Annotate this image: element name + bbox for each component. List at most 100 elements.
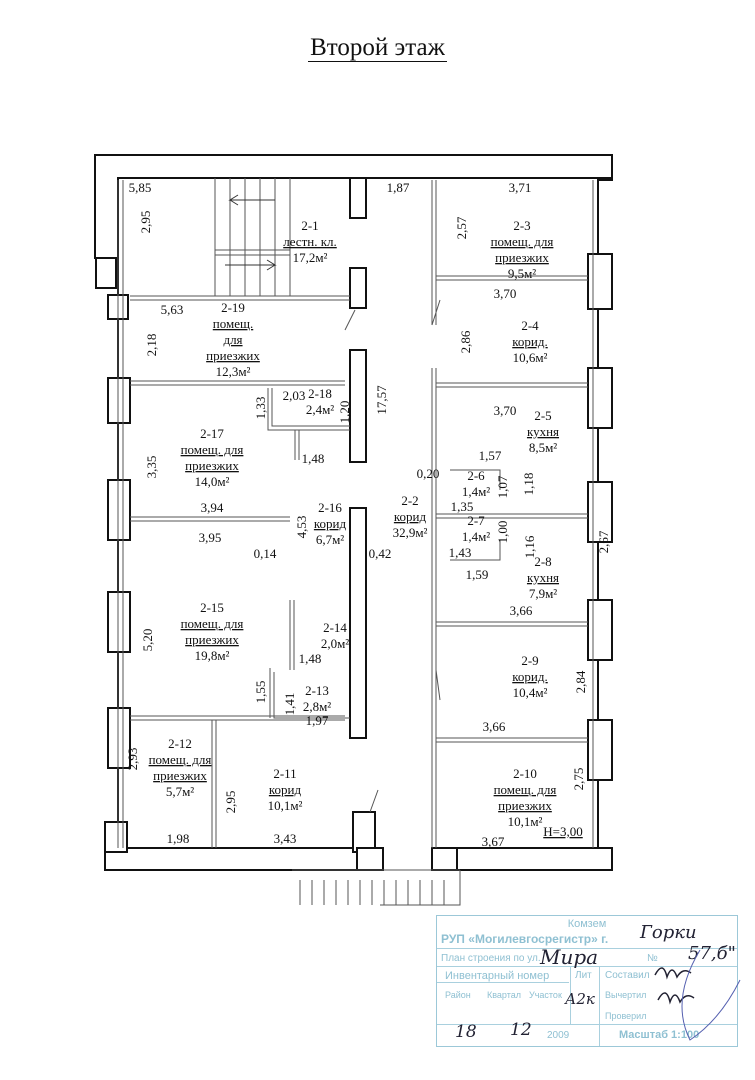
room-name: помещ. для [181,616,244,631]
room-area: 14,0м² [195,474,230,489]
room-number: 2-17 [200,426,224,441]
dimension-label: 5,85 [129,180,152,195]
room-area: 8,5м² [529,440,557,455]
dimension-label: 5,63 [161,302,184,317]
dimension-label: 2,95 [138,211,153,234]
dimension-label: 2,18 [144,334,159,357]
room-area: 7,9м² [529,586,557,601]
dimension-label: 1,55 [253,681,268,704]
room-number: 2-2 [401,493,418,508]
room-number: 2-5 [534,408,551,423]
dimension-label: 1,16 [522,535,537,558]
room-name: приезжих [153,768,207,783]
room-area: 10,1м² [268,798,303,813]
dimension-label: 0,14 [254,546,277,561]
dimension-label: 4,53 [294,516,309,539]
stamp-lit-label: Лит [575,970,592,981]
stamp-composed-label: Составил [605,970,650,981]
handwritten-day: 18 [455,1022,477,1042]
stamp-drawn-label: Вычертил [605,990,647,1000]
dimension-label: 3,94 [201,500,224,515]
room-name: помещ. для [494,782,557,797]
partitions [117,178,594,906]
stamp-checked-label: Проверил [605,1011,647,1021]
handwritten-number: 57,б" [688,943,736,964]
dimension-label: 2,95 [223,791,238,814]
room-area: 10,4м² [513,685,548,700]
room-number: 2-18 [308,386,332,401]
room-area: 10,1м² [508,814,543,829]
dimension-label: 1,07 [495,475,510,498]
dimension-label: 2,67 [596,530,611,553]
stamp-district-label: Район [445,990,471,1000]
dimension-label: 1,48 [302,451,325,466]
room-number: 2-15 [200,600,224,615]
dimension-label: 1,97 [306,713,329,728]
dimension-label: 3,43 [274,831,297,846]
room-name: приезжих [495,250,549,265]
stamp-scale: Масштаб 1:100 [619,1029,700,1041]
dimension-label: 5,20 [140,629,155,652]
dimension-label: 1,43 [449,545,472,560]
stamp-plan-label: План строения по ул. [441,953,541,964]
room-area: 2,0м² [321,636,349,651]
room-number: 2-7 [467,513,485,528]
handwritten-city: Горки [640,922,697,943]
handwritten-month: 12 [510,1020,532,1040]
room-number: 2-10 [513,766,537,781]
dimension-label: 2,57 [454,216,469,239]
room-area: 19,8м² [195,648,230,663]
dimension-label: 3,95 [199,530,222,545]
dimension-label: 1,33 [253,397,268,420]
dimension-label: 2,84 [573,670,588,693]
room-number: 2-14 [323,620,347,635]
room-name: корид. [512,669,547,684]
dimension-label: 1,48 [299,651,322,666]
dimension-label: 3,66 [510,603,533,618]
room-area: 1,4м² [462,484,490,499]
room-area: 6,7м² [316,532,344,547]
room-area: 9,5м² [508,266,536,281]
room-name: приезжих [185,458,239,473]
dimension-label: H=3,00 [543,824,582,839]
room-number: 2-16 [318,500,342,515]
room-name: кухня [527,570,559,585]
dimension-label: 3,66 [483,719,506,734]
room-name: приезжих [206,348,260,363]
room-area: 2,4м² [306,402,334,417]
stamp-org-line2: РУП «Могилевгосрегистр» г. [441,932,609,946]
room-number: 2-9 [521,653,538,668]
room-name: корид [394,509,427,524]
dimension-label: 2,86 [458,330,473,353]
room-area: 12,3м² [216,364,251,379]
room-name: корид [314,516,347,531]
dimension-label: 1,87 [387,180,410,195]
dimension-label: 1,20 [337,401,352,424]
room-2-13: 2-132,8м² [303,683,331,714]
dimension-label: 1,57 [479,448,502,463]
walls [94,154,613,871]
stamp-year: 2009 [547,1030,570,1041]
stamp-inventory-label: Инвентарный номер [445,970,550,982]
dimension-label: 2,93 [125,748,140,771]
room-name: корид. [512,334,547,349]
room-area: 1,4м² [462,529,490,544]
room-name: помещ. для [491,234,554,249]
stamp-number-label: № [647,953,658,964]
dimension-label: 1,00 [495,521,510,544]
dimension-label: 17,57 [374,385,389,415]
dimension-label: 3,71 [509,180,532,195]
